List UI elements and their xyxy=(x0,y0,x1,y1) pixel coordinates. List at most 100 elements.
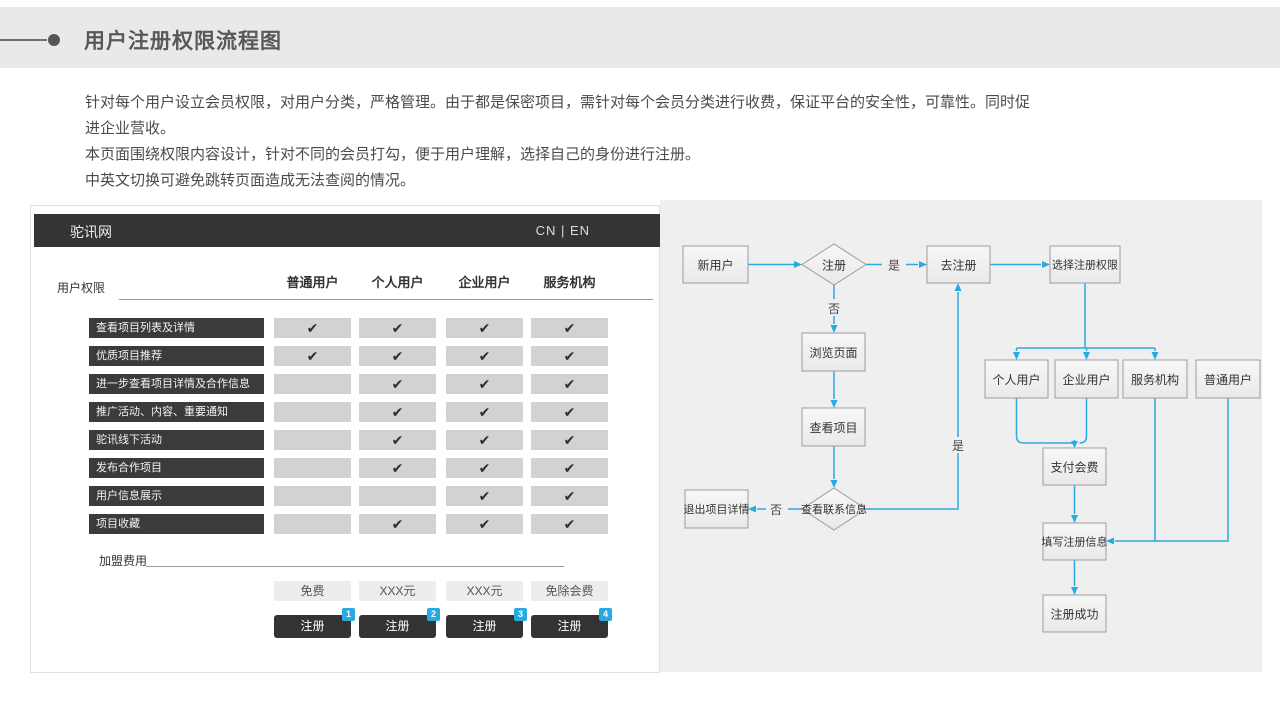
permission-cell xyxy=(274,374,351,394)
permission-cell: ✔ xyxy=(446,486,523,506)
flow-branch-label-yes: 是 xyxy=(952,439,964,453)
flow-node-label-view-project: 查看项目 xyxy=(809,421,857,435)
intro-text: 针对每个用户设立会员权限，对用户分类，严格管理。由于都是保密项目，需针对每个会员… xyxy=(85,90,1195,194)
check-icon: ✔ xyxy=(306,320,319,336)
check-icon: ✔ xyxy=(478,488,491,504)
flow-node-label-pay-fee: 支付会费 xyxy=(1050,461,1098,475)
flow-arrowhead xyxy=(1106,537,1114,545)
flow-arrowhead xyxy=(1071,441,1078,448)
check-icon: ✔ xyxy=(478,348,491,364)
permission-cell: ✔ xyxy=(359,346,436,366)
check-icon: ✔ xyxy=(391,460,404,476)
flow-arrowhead xyxy=(830,480,838,488)
flow-arrowhead xyxy=(748,505,756,513)
flow-decision-register-q xyxy=(801,243,867,286)
flow-node-pay-fee xyxy=(1042,447,1107,486)
permission-cell: ✔ xyxy=(446,402,523,422)
flow-node-personal-user xyxy=(984,359,1049,399)
permission-cell: ✔ xyxy=(359,458,436,478)
title-decoration-dot xyxy=(48,34,60,46)
fee-cell-2: XXX元 xyxy=(359,581,436,601)
column-header-1: 普通用户 xyxy=(286,275,339,290)
permission-cell xyxy=(274,486,351,506)
flow-decision-view-contact-q xyxy=(801,487,867,531)
permission-cell: ✔ xyxy=(531,402,608,422)
flow-arrowhead xyxy=(830,400,838,408)
permission-row-label: 进一步查看项目详情及合作信息 xyxy=(89,374,264,394)
page-title: 用户注册权限流程图 xyxy=(84,30,282,53)
permission-cell: ✔ xyxy=(531,458,608,478)
flow-node-exit-detail xyxy=(684,489,749,529)
check-icon: ✔ xyxy=(391,404,404,420)
check-icon: ✔ xyxy=(563,460,576,476)
fee-cell-3: XXX元 xyxy=(446,581,523,601)
flow-node-service-org xyxy=(1122,359,1188,399)
title-band: 用户注册权限流程图 xyxy=(0,7,1280,68)
flow-decision-label-register-q: 注册 xyxy=(822,258,846,273)
check-icon: ✔ xyxy=(563,320,576,336)
fees-section-label: 加盟费用 xyxy=(99,554,148,568)
check-icon: ✔ xyxy=(478,320,491,336)
check-icon: ✔ xyxy=(391,516,404,532)
flow-node-label-fill-info: 填写注册信息 xyxy=(1042,535,1108,549)
permission-row-label: 驼讯线下活动 xyxy=(89,430,264,450)
flow-node-label-new-user: 新用户 xyxy=(697,258,733,273)
flow-node-choose-permission xyxy=(1049,245,1121,284)
permission-cell: ✔ xyxy=(359,430,436,450)
permission-cell xyxy=(359,486,436,506)
flow-arrowhead xyxy=(1083,352,1090,360)
title-decoration-line xyxy=(0,39,47,41)
permission-cell xyxy=(274,514,351,534)
permission-cell: ✔ xyxy=(446,346,523,366)
flow-node-label-exit-detail: 退出项目详情 xyxy=(684,502,750,516)
permission-row-label: 推广活动、内容、重要通知 xyxy=(89,402,264,422)
permission-cell: ✔ xyxy=(446,514,523,534)
flow-arrowhead xyxy=(1071,587,1078,595)
permission-cell: ✔ xyxy=(446,374,523,394)
permission-cell: ✔ xyxy=(359,374,436,394)
permission-cell: ✔ xyxy=(359,402,436,422)
flow-node-label-register-success: 注册成功 xyxy=(1050,607,1098,622)
check-icon: ✔ xyxy=(478,516,491,532)
fees-divider xyxy=(146,566,564,567)
flow-node-label-browse-page: 浏览页面 xyxy=(809,345,857,360)
flow-connector xyxy=(1115,398,1156,542)
language-switcher[interactable]: CN | EN xyxy=(535,223,590,238)
flow-node-label-go-register: 去注册 xyxy=(940,258,976,273)
check-icon: ✔ xyxy=(306,348,319,364)
check-icon: ✔ xyxy=(478,432,491,448)
fee-cell-1: 免费 xyxy=(274,581,351,601)
flow-node-label-enterprise-user: 企业用户 xyxy=(1062,372,1110,387)
step-badge-3: 3 xyxy=(514,608,527,621)
flow-node-label-choose-permission: 选择注册权限 xyxy=(1052,258,1118,272)
flow-connector xyxy=(1079,398,1088,444)
intro-line-2: 进企业营收。 xyxy=(85,120,176,137)
permission-cell: ✔ xyxy=(446,458,523,478)
flow-arrowhead xyxy=(919,261,927,268)
permission-row-label: 项目收藏 xyxy=(89,514,264,534)
flow-branch-label-yes: 是 xyxy=(888,259,900,273)
check-icon: ✔ xyxy=(391,376,404,392)
permission-cell: ✔ xyxy=(531,430,608,450)
brand-logo: 驼讯网 xyxy=(70,224,112,240)
step-badge-2: 2 xyxy=(427,608,440,621)
flow-node-enterprise-user xyxy=(1054,359,1119,399)
flowchart-panel: 新用户去注册选择注册权限浏览页面查看项目退出项目详情个人用户企业用户服务机构普通… xyxy=(660,200,1262,672)
check-icon: ✔ xyxy=(563,488,576,504)
check-icon: ✔ xyxy=(563,516,576,532)
permission-cell xyxy=(274,430,351,450)
flow-arrowhead xyxy=(1151,352,1159,360)
permission-cell: ✔ xyxy=(274,318,351,338)
step-badge-4: 4 xyxy=(599,608,612,621)
flow-node-view-project xyxy=(801,407,866,447)
permission-cell: ✔ xyxy=(531,374,608,394)
intro-line-4: 中英文切换可避免跳转页面造成无法查阅的情况。 xyxy=(85,172,416,189)
flow-node-new-user xyxy=(682,245,749,284)
permission-cell xyxy=(274,458,351,478)
flow-node-normal-user xyxy=(1195,359,1261,399)
